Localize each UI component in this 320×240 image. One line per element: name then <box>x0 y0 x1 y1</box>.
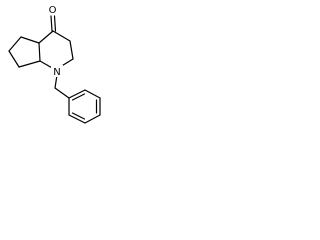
bond-c4-c4a <box>38 30 54 44</box>
bond-c6-c7 <box>8 50 20 68</box>
oxygen-atom: O <box>47 3 58 16</box>
nitrogen-label: N <box>53 67 60 78</box>
nitrogen-atom: N <box>51 65 63 78</box>
bond-c2-c3 <box>69 40 74 60</box>
molecule-structure-diagram: O N <box>8 3 101 124</box>
bond-ch2-phenyl <box>54 87 70 99</box>
carbonyl-double-bond <box>50 15 57 32</box>
piperidinone-ring <box>38 30 74 70</box>
cyclopentane-ring <box>8 36 41 68</box>
phenyl-ring <box>68 89 101 124</box>
bond-c5-c6 <box>8 36 22 52</box>
bond-c4a-c7a <box>38 42 41 62</box>
oxygen-label: O <box>49 5 57 16</box>
bond-c4a-c5 <box>20 36 40 44</box>
bond-c3-c4 <box>52 30 71 42</box>
bond-c7-c7a <box>18 60 41 68</box>
bond-n1-ch2 <box>54 74 58 89</box>
